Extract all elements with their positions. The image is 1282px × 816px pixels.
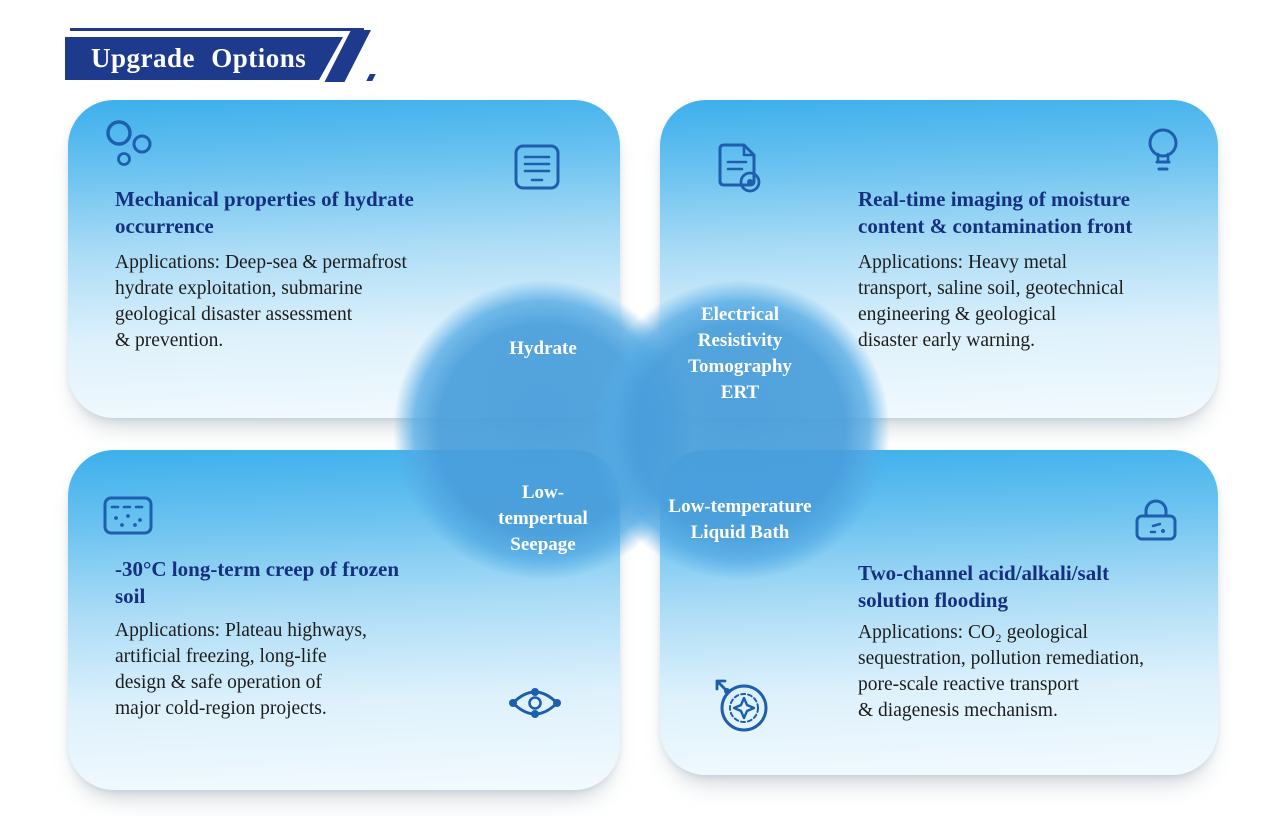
- card-heading: Mechanical properties of hydrate occurre…: [115, 187, 414, 238]
- document-seal-icon: [712, 140, 766, 196]
- seepage-network-icon: [506, 678, 564, 728]
- page-title: Upgrade Options: [91, 43, 307, 73]
- card-body: Applications: CO₂ geological sequestrati…: [858, 622, 1144, 721]
- document-lines-icon: [512, 142, 562, 192]
- molecule-bubbles-icon: [102, 118, 158, 174]
- banner-tail-dot: [366, 74, 376, 81]
- card-heading: -30°C long-term creep of frozen soil: [115, 557, 400, 608]
- lock-dial-icon: [1132, 496, 1180, 544]
- gauge-compass-icon: [712, 676, 770, 734]
- card-heading: Two-channel acid/alkali/salt solution fl…: [858, 561, 1110, 612]
- circle-label-low-tempertual-seepage: Low- tempertual Seepage: [498, 482, 588, 555]
- card-body: Applications: Heavy metal transport, sal…: [858, 252, 1124, 351]
- card-heading: Real-time imaging of moisture content & …: [858, 187, 1133, 238]
- circle-label-low-temperature-liquid-bath: Low-temperature Liquid Bath: [668, 496, 812, 543]
- circle-label-ert: Electrical Resistivity Tomography ERT: [688, 304, 792, 403]
- card-body: Applications: Plateau highways, artifici…: [115, 620, 367, 719]
- card-hydrate-mechanics: Mechanical properties of hydrate occurre…: [68, 100, 620, 418]
- circle-label-hydrate: Hydrate: [509, 338, 577, 359]
- circle-ert-liquid-bath: Electrical Resistivity Tomography ERT Lo…: [590, 280, 890, 580]
- lightbulb-icon: [1140, 126, 1186, 178]
- banner-body: Upgrade Options: [65, 37, 343, 80]
- freezer-icon: [102, 494, 154, 538]
- banner: Upgrade Options: [62, 26, 392, 84]
- banner-top-accent: [70, 28, 364, 31]
- card-body: Applications: Deep-sea & permafrost hydr…: [115, 252, 407, 351]
